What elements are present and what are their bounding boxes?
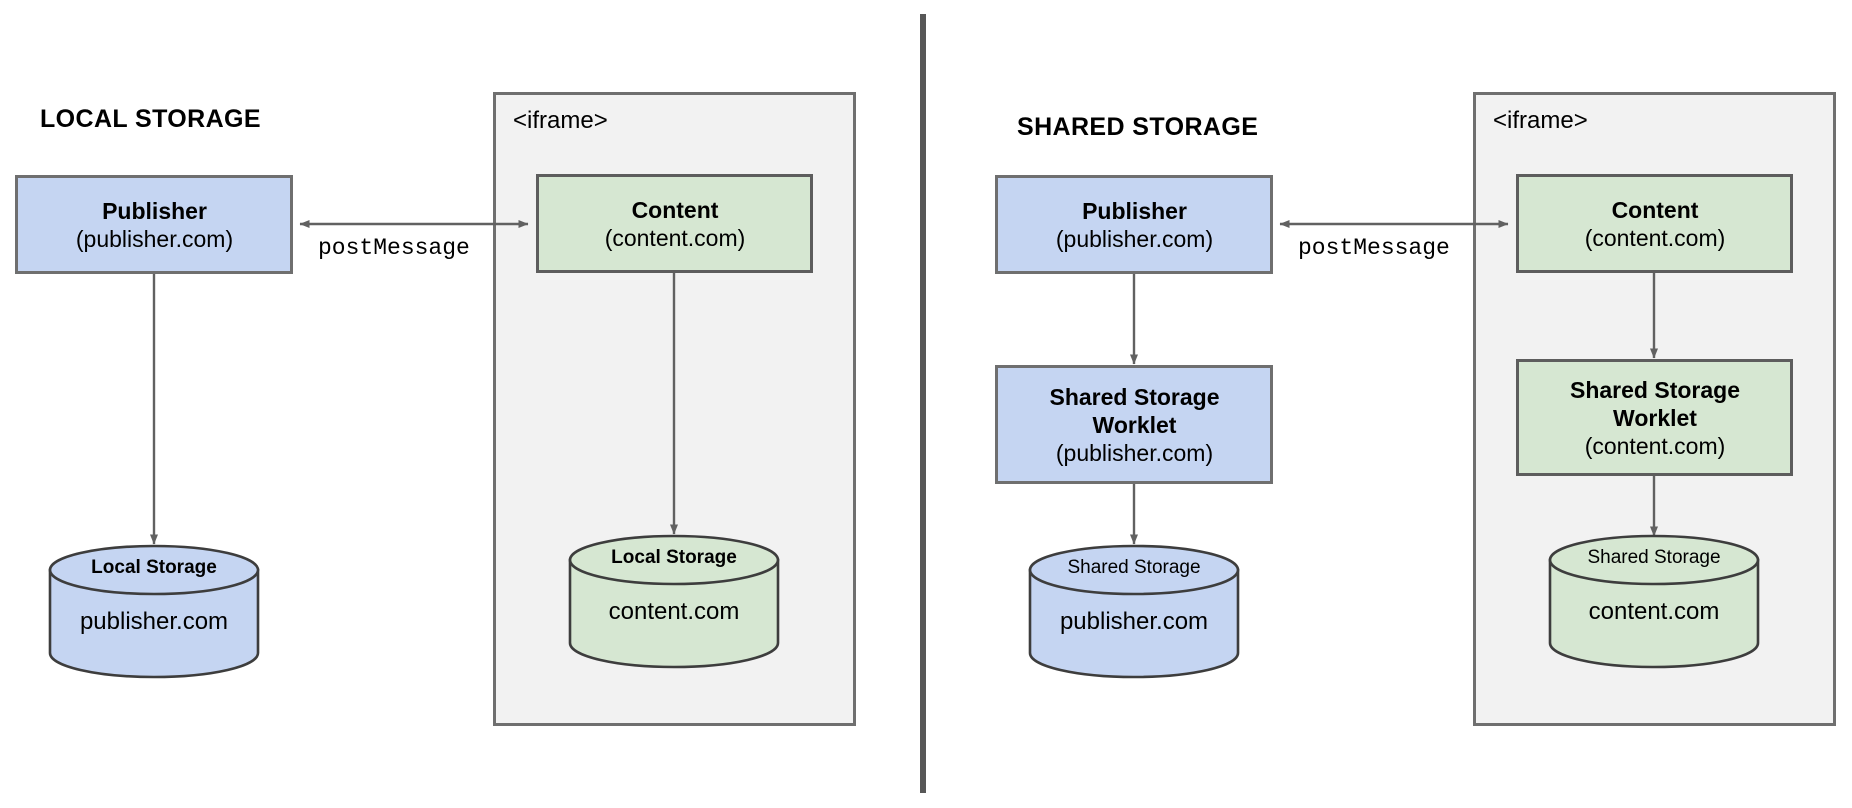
postmessage-label-shared: postMessage [1298,235,1450,261]
content-cylinder-local-top-label: Local Storage [611,547,737,568]
content-box-shared[interactable] [1516,174,1793,273]
publisher-cylinder-local-body-label: publisher.com [79,608,229,635]
section-title-local-storage: LOCAL STORAGE [40,105,261,133]
publisher-cylinder-shared-top-label: Shared Storage [1067,557,1201,578]
publisher-cylinder-shared-body-label: publisher.com [1059,608,1209,635]
worklet-box-publisher[interactable] [995,365,1273,484]
publisher-cylinder-local[interactable] [48,544,260,679]
worklet-box-content[interactable] [1516,359,1793,476]
content-cylinder-shared[interactable] [1548,534,1760,669]
content-box-local[interactable] [536,174,813,273]
section-title-shared-storage: SHARED STORAGE [1017,113,1259,141]
iframe-label-shared: <iframe> [1493,107,1588,134]
publisher-cylinder-local-top-label: Local Storage [91,557,217,578]
content-cylinder-shared-body-label: content.com [1588,598,1720,625]
content-cylinder-local-body-label: content.com [608,598,740,625]
publisher-box-local[interactable] [15,175,293,274]
content-cylinder-local[interactable] [568,534,780,669]
content-cylinder-shared-top-label: Shared Storage [1587,547,1721,568]
iframe-label-local: <iframe> [513,107,608,134]
publisher-box-shared[interactable] [995,175,1273,274]
publisher-cylinder-shared[interactable] [1028,544,1240,679]
postmessage-label-local: postMessage [318,235,470,261]
